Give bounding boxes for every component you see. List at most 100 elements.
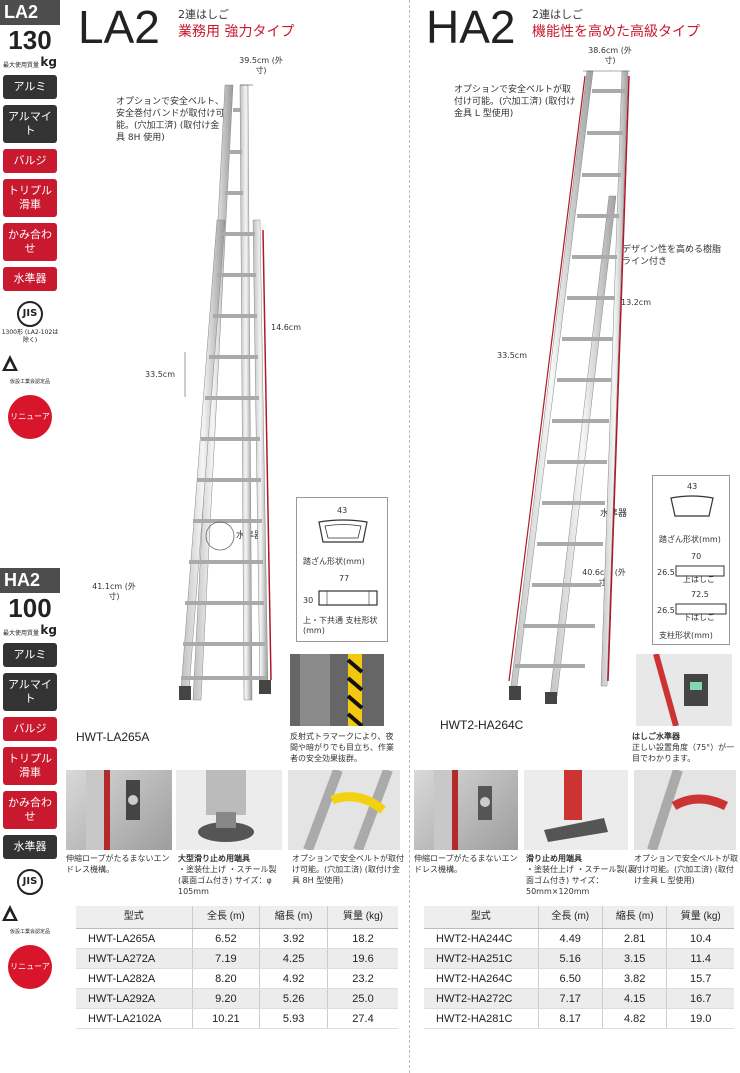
table-header: 全長 (m)	[537, 906, 603, 929]
la2-renewal-badge: リニューアル	[8, 395, 52, 465]
la2-photo-endless-rope-caption: 伸縮ロープがたるまないエンドレス機構。	[66, 854, 170, 874]
ha2-photo-foot-pad-caption: ・塗装仕上げ ・スチール製(裏面ゴム付き) サイズ：50mm×120mm	[526, 865, 636, 896]
la2-feature-badge: バルジ	[3, 149, 57, 173]
la2-dim-bottom: 41.1cm (外寸)	[92, 582, 136, 601]
ha2-load-note: 最大使用質量	[3, 630, 40, 637]
la2-max-load: 130	[8, 25, 52, 55]
ha2-feature-badge: バルジ	[3, 717, 57, 741]
la2-dim-rail: 14.6cm	[270, 323, 301, 332]
la2-photo-foot-pad	[176, 770, 282, 850]
ha2-option-note: オプションで安全ベルトが取付け可能。(穴加工済) (取付け金具 L 型使用)	[454, 85, 576, 119]
ha2-profile-up-label: 上はしご	[683, 575, 715, 584]
step-profile-shape	[670, 495, 714, 517]
certification-mark-icon	[2, 905, 18, 921]
ha2-level-title: はしご水準器	[632, 732, 680, 741]
la2-series-tag: LA2	[0, 0, 60, 25]
ha2-profile-rail-label: 支柱形状(mm)	[659, 631, 713, 640]
la2-profile-top-width: 43	[337, 506, 348, 515]
ha2-photo-foot-pad-title: 滑り止め用端具	[526, 854, 582, 863]
ha2-renewal-badge: リニューアル	[8, 945, 52, 1015]
ha2-spec-sidebar: HA2 100 最大使用質量 kg アルミ アルマイト バルジ トリプル滑車 か…	[0, 568, 60, 1073]
ha2-cert-note: 仮設工業会認定品	[9, 929, 50, 935]
la2-profile-top-label: 踏ざん形状(mm)	[303, 557, 365, 566]
ha2-profile-up-height: 26.5	[657, 568, 675, 577]
la2-photo-endless-rope	[66, 770, 172, 850]
la2-subtitle-type: 2連はしご	[178, 8, 229, 21]
la2-photo-foot-pad-title: 大型滑り止め用端具	[178, 854, 250, 863]
table-header: 型式	[424, 906, 538, 929]
ha2-profile-top-width: 43	[687, 482, 698, 491]
ha2-dim-bottom: 40.6cm (外寸)	[582, 568, 626, 587]
la2-photo-foot-pad-caption: ・塗装仕上げ ・スチール製(裏面ゴム付き) サイズ：φ 105mm	[178, 865, 277, 896]
la2-profile-rail-height: 30	[303, 596, 314, 605]
ha2-photo-safety-belt	[634, 770, 736, 850]
reflective-marking-photo	[290, 654, 384, 726]
section-divider	[409, 0, 410, 1073]
ha2-series-tag: HA2	[0, 568, 60, 593]
ha2-dim-rail: 13.2cm	[620, 298, 651, 307]
ha2-feature-badge: アルミ	[3, 643, 57, 667]
lower-rail-profile-shape	[675, 603, 727, 615]
la2-dim-step: 33.5cm	[144, 370, 175, 379]
table-header: 型式	[76, 906, 192, 929]
ha2-dim-top: 38.6cm (外寸)	[588, 46, 632, 65]
jis-mark-icon: JIS	[17, 869, 43, 895]
table-header: 質量 (kg)	[666, 906, 734, 929]
ha2-feature-badge: 水準器	[3, 835, 57, 859]
table-header: 縮長 (m)	[259, 906, 328, 929]
ha2-subtitle-desc: 機能性を高めた高級タイプ	[532, 24, 700, 40]
la2-spec-sidebar: LA2 130 最大使用質量 kg アルミ アルマイト バルジ トリプル滑車 か…	[0, 0, 60, 560]
la2-feature-badge: かみ合わせ	[3, 223, 57, 261]
la2-feature-badge: アルミ	[3, 75, 57, 99]
table-header: 縮長 (m)	[601, 906, 667, 929]
ha2-subtitle-type: 2連はしご	[532, 8, 583, 21]
step-profile-shape	[318, 519, 368, 543]
ha2-dim-step: 33.5cm	[496, 351, 527, 360]
la2-load-unit: kg	[40, 55, 57, 69]
la2-load-note: 最大使用質量	[3, 62, 40, 69]
ha2-profile-diagram: 43 踏ざん形状(mm) 70 26.5 上はしご 72.5 26.5 下はしご…	[652, 475, 730, 645]
la2-profile-rail-label: 上・下共通 支柱形状(mm)	[303, 616, 378, 635]
la2-subtitle-desc: 業務用 強力タイプ	[178, 24, 295, 40]
la2-jis-note: 1300形 (LA2-102は除く)	[1, 329, 59, 344]
ha2-feature-badge: トリプル滑車	[3, 747, 57, 785]
ha2-max-load: 100	[8, 593, 52, 623]
ha2-feature-badge: アルマイト	[3, 673, 57, 711]
ha2-title: HA2	[426, 1, 516, 53]
table-header: 質量 (kg)	[327, 906, 398, 929]
la2-ladder-illustration	[179, 84, 272, 701]
ha2-ladder-illustration	[508, 70, 630, 704]
ladder-level-photo	[636, 654, 732, 726]
la2-reflect-note: 反射式トラマークにより、夜間や暗がりでも目立ち、作業者の安全効果抜群。	[290, 732, 394, 763]
ha2-profile-down-width: 72.5	[691, 590, 709, 599]
ha2-photo-foot-pad	[524, 770, 628, 850]
la2-option-note: オプションで安全ベルト、安全巻付バンドが取付け可能。(穴加工済) (取付け金具 …	[116, 97, 225, 143]
la2-profile-diagram: 43 踏ざん形状(mm) 77 30 上・下共通 支柱形状(mm)	[296, 497, 388, 642]
la2-dim-top: 39.5cm (外寸)	[239, 56, 283, 75]
la2-profile-rail-width: 77	[339, 574, 350, 583]
ha2-profile-top-label: 踏ざん形状(mm)	[659, 535, 721, 544]
rail-profile-shape	[318, 590, 378, 606]
ha2-profile-up-width: 70	[691, 552, 702, 561]
ha2-level-note: 正しい設置角度（75°）が一目でわかります。	[632, 743, 735, 763]
ha2-photo-safety-belt-caption: オプションで安全ベルトが取付け可能。(穴加工済) (取付け金具 L 型使用)	[634, 854, 738, 885]
la2-photo-safety-belt-caption: オプションで安全ベルトが取付け可能。(穴加工済) (取付け金具 8H 型使用)	[292, 854, 404, 885]
ha2-profile-down-label: 下はしご	[683, 613, 715, 622]
jis-mark-icon: JIS	[17, 301, 43, 327]
la2-product-name: HWT-LA265A	[76, 730, 150, 744]
ha2-feature-badge: かみ合わせ	[3, 791, 57, 829]
la2-cert-note: 仮設工業会認定品	[9, 379, 50, 385]
la2-photo-safety-belt	[288, 770, 400, 850]
